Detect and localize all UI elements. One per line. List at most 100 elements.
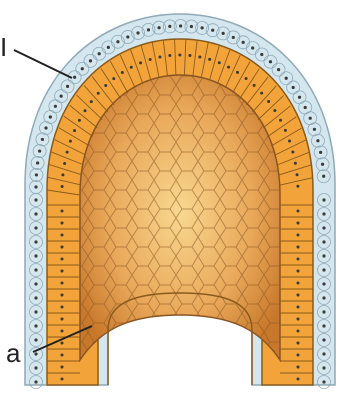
- columnar-cell-nucleus: [104, 84, 107, 87]
- outer-cell-nucleus: [34, 268, 37, 271]
- outer-cell-nucleus: [179, 24, 182, 27]
- columnar-cell-nucleus: [78, 119, 81, 122]
- outer-cell-nucleus: [41, 138, 44, 141]
- columnar-cell-nucleus: [61, 185, 64, 188]
- columnar-cell-nucleus: [168, 54, 171, 57]
- label-top: I: [0, 32, 7, 62]
- columnar-cell-nucleus: [61, 318, 64, 321]
- columnar-cell-nucleus: [61, 234, 64, 237]
- outer-cell-nucleus: [211, 29, 214, 32]
- columnar-cell-nucleus: [279, 119, 282, 122]
- columnar-cell-nucleus: [198, 55, 201, 58]
- outer-cell-nucleus: [107, 46, 110, 49]
- columnar-cell-nucleus: [61, 378, 64, 381]
- columnar-cell-nucleus: [297, 282, 300, 285]
- columnar-cell-nucleus: [245, 77, 248, 80]
- outer-cell-nucleus: [34, 324, 37, 327]
- columnar-cell-nucleus: [61, 282, 64, 285]
- outer-cell-nucleus: [81, 67, 84, 70]
- columnar-cell-nucleus: [297, 342, 300, 345]
- columnar-cell-nucleus: [288, 139, 291, 142]
- outer-cell-nucleus: [201, 26, 204, 29]
- columnar-cell-nucleus: [69, 140, 72, 143]
- columnar-cell-nucleus: [297, 354, 300, 357]
- columnar-cell-nucleus: [296, 185, 299, 188]
- outer-cell-nucleus: [36, 161, 39, 164]
- outer-cell-nucleus: [34, 212, 37, 215]
- columnar-cell-nucleus: [149, 58, 152, 61]
- columnar-cell-nucleus: [297, 246, 300, 249]
- columnar-cell-nucleus: [61, 210, 64, 213]
- outer-cell-nucleus: [322, 212, 325, 215]
- outer-cell-nucleus: [322, 198, 325, 201]
- outer-cell-nucleus: [34, 380, 37, 383]
- columnar-cell-nucleus: [267, 100, 270, 103]
- outer-cell-nucleus: [34, 254, 37, 257]
- columnar-cell-nucleus: [294, 162, 297, 165]
- columnar-cell-nucleus: [130, 66, 133, 69]
- outer-cell-nucleus: [322, 268, 325, 271]
- outer-cell-nucleus: [38, 149, 41, 152]
- label-bottom: a: [6, 338, 21, 368]
- outer-cell-nucleus: [322, 352, 325, 355]
- columnar-cell-nucleus: [297, 258, 300, 261]
- columnar-cell-nucleus: [121, 71, 124, 74]
- outer-cell-nucleus: [34, 296, 37, 299]
- columnar-cell-nucleus: [291, 150, 294, 153]
- outer-cell-nucleus: [34, 185, 37, 188]
- outer-cell-nucleus: [316, 139, 319, 142]
- outer-cell-nucleus: [322, 324, 325, 327]
- outer-cell-nucleus: [242, 41, 245, 44]
- outer-cell-nucleus: [319, 151, 322, 154]
- outer-cell-nucleus: [35, 173, 38, 176]
- columnar-cell-nucleus: [112, 77, 115, 80]
- outer-cell-nucleus: [322, 366, 325, 369]
- outer-cell-nucleus: [34, 226, 37, 229]
- columnar-cell-nucleus: [61, 246, 64, 249]
- outer-cell-nucleus: [322, 338, 325, 341]
- outer-cell-nucleus: [49, 115, 52, 118]
- columnar-cell-nucleus: [61, 330, 64, 333]
- columnar-cell-nucleus: [178, 54, 181, 57]
- outer-cell-nucleus: [232, 36, 235, 39]
- columnar-cell-nucleus: [236, 71, 239, 74]
- columnar-cell-nucleus: [158, 55, 161, 58]
- outer-cell-nucleus: [322, 226, 325, 229]
- columnar-cell-nucleus: [188, 54, 191, 57]
- outer-cell-nucleus: [89, 59, 92, 62]
- columnar-cell-nucleus: [61, 306, 64, 309]
- outer-cell-nucleus: [116, 40, 119, 43]
- columnar-cell-nucleus: [297, 378, 300, 381]
- outer-cell-nucleus: [34, 338, 37, 341]
- outer-cell-nucleus: [322, 296, 325, 299]
- columnar-cell-nucleus: [273, 109, 276, 112]
- columnar-cell-nucleus: [61, 294, 64, 297]
- outer-cell-nucleus: [54, 105, 57, 108]
- outer-cell-nucleus: [126, 35, 129, 38]
- outer-cell-nucleus: [322, 175, 325, 178]
- outer-cell-nucleus: [322, 240, 325, 243]
- columnar-cell-nucleus: [260, 92, 263, 95]
- outer-cell-nucleus: [277, 68, 280, 71]
- columnar-cell-nucleus: [208, 58, 211, 61]
- outer-cell-nucleus: [66, 85, 69, 88]
- columnar-cell-nucleus: [61, 222, 64, 225]
- columnar-cell-nucleus: [297, 222, 300, 225]
- outer-cell-nucleus: [190, 25, 193, 28]
- columnar-cell-nucleus: [61, 173, 64, 176]
- columnar-cell-nucleus: [297, 210, 300, 213]
- columnar-cell-nucleus: [297, 270, 300, 273]
- columnar-cell-nucleus: [297, 318, 300, 321]
- columnar-cell-nucleus: [297, 330, 300, 333]
- columnar-cell-nucleus: [284, 129, 287, 132]
- outer-cell-nucleus: [98, 52, 101, 55]
- columnar-cell-nucleus: [297, 306, 300, 309]
- outer-cell-nucleus: [313, 128, 316, 131]
- columnar-cell-nucleus: [61, 366, 64, 369]
- outer-cell-nucleus: [269, 60, 272, 63]
- columnar-cell-nucleus: [84, 109, 87, 112]
- columnar-cell-nucleus: [139, 61, 142, 64]
- columnar-cell-nucleus: [253, 84, 256, 87]
- outer-cell-nucleus: [34, 198, 37, 201]
